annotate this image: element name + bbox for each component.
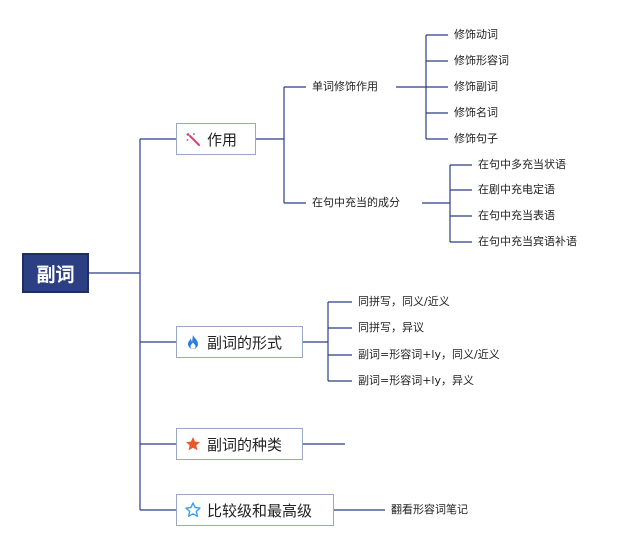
leaf-node[interactable]: 在句中充当表语 — [478, 209, 555, 222]
branch-label: 比较级和最高级 — [207, 501, 313, 520]
leaf-node[interactable]: 修饰副词 — [454, 80, 498, 93]
star-outline-icon — [185, 502, 201, 518]
node-sentence-role[interactable]: 在句中充当的成分 — [312, 196, 400, 209]
root-node[interactable]: 副词 — [22, 253, 89, 293]
leaf-node[interactable]: 同拼写，异议 — [358, 321, 424, 334]
leaf-node[interactable]: 副词=形容词+ly，异义 — [358, 374, 474, 387]
leaf-node[interactable]: 修饰形容词 — [454, 54, 509, 67]
leaf-node[interactable]: 修饰名词 — [454, 106, 498, 119]
root-label: 副词 — [36, 263, 75, 286]
node-word-modifier[interactable]: 单词修饰作用 — [312, 80, 378, 93]
branch-label: 作用 — [207, 130, 238, 149]
branch-label: 副词的形式 — [207, 333, 283, 352]
branch-function[interactable]: 作用 — [176, 123, 256, 155]
leaf-node[interactable]: 翻看形容词笔记 — [391, 503, 468, 516]
branch-label: 副词的种类 — [207, 435, 283, 454]
fire-icon — [185, 334, 201, 350]
star-filled-icon — [185, 436, 201, 452]
branch-types[interactable]: 副词的种类 — [176, 428, 303, 460]
branch-forms[interactable]: 副词的形式 — [176, 326, 303, 358]
leaf-node[interactable]: 在句中多充当状语 — [478, 158, 566, 171]
leaf-node[interactable]: 修饰句子 — [454, 132, 498, 145]
leaf-node[interactable]: 同拼写，同义/近义 — [358, 295, 450, 308]
leaf-node[interactable]: 在句中充当宾语补语 — [478, 235, 577, 248]
leaf-node[interactable]: 修饰动词 — [454, 28, 498, 41]
branch-comparison[interactable]: 比较级和最高级 — [176, 494, 334, 526]
leaf-node[interactable]: 副词=形容词+ly，同义/近义 — [358, 348, 500, 361]
magic-wand-icon — [185, 131, 201, 147]
leaf-node[interactable]: 在剧中充电定语 — [478, 183, 555, 196]
